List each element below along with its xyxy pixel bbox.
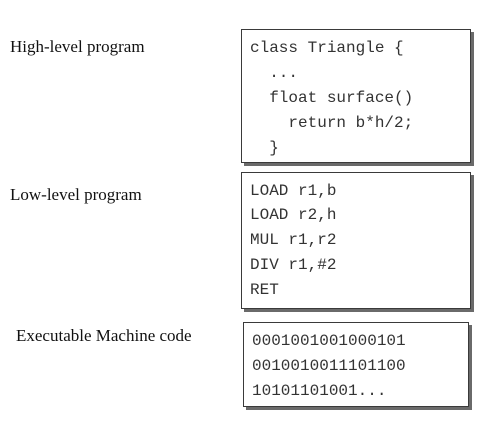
- code-line: DIV r1,#2: [250, 256, 337, 274]
- code-line: MUL r1,r2: [250, 231, 337, 249]
- code-line: float surface(): [250, 89, 414, 107]
- executable-machine-code-label: Executable Machine code: [16, 326, 192, 345]
- code-line: LOAD r1,b: [250, 182, 337, 200]
- low-level-program-label: Low-level program: [10, 185, 142, 204]
- code-line: ...: [250, 64, 299, 82]
- high-level-program-label: High-level program: [10, 37, 145, 56]
- low-level-code-box: LOAD r1,b LOAD r2,h MUL r1,r2 DIV r1,#2 …: [241, 172, 471, 309]
- code-line: }: [250, 139, 279, 157]
- code-line: 0010010011101100: [252, 357, 406, 375]
- code-line: RET: [250, 281, 279, 299]
- code-line: return b*h/2;: [250, 114, 414, 132]
- code-line: 10101101001...: [252, 382, 387, 400]
- code-line: class Triangle {: [250, 39, 404, 57]
- code-line: LOAD r2,h: [250, 206, 337, 224]
- machine-code-box: 0001001001000101 0010010011101100 101011…: [243, 322, 469, 407]
- high-level-code-box: class Triangle { ... float surface() ret…: [241, 29, 471, 163]
- code-line: 0001001001000101: [252, 332, 406, 350]
